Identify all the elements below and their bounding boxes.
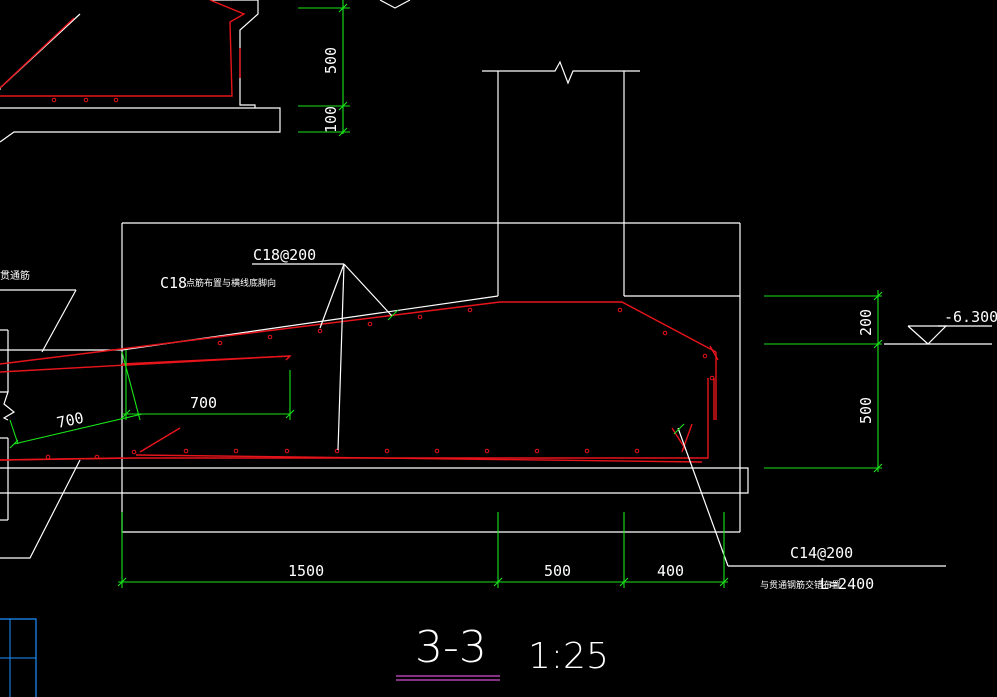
- bottom-left-frame: [0, 618, 37, 697]
- dim-mid-700: 700: [190, 394, 217, 412]
- rebar-dots-bottom: [131, 448, 640, 455]
- rebar-top-layer: [0, 301, 719, 420]
- column-outline: [482, 60, 640, 296]
- right-dimension-chain: [764, 290, 883, 473]
- main-footing-outline: [0, 222, 749, 533]
- label-bottom-rebar-length: L=2400: [820, 575, 874, 593]
- rebar-inner-left: [121, 355, 292, 365]
- rebar-dots-top: [217, 307, 715, 381]
- top-left-footing: [0, 0, 281, 143]
- label-top-rebar: C18@200: [253, 246, 316, 264]
- dim-bottom-1500: 1500: [288, 562, 324, 580]
- dim-left-700: 700: [55, 409, 85, 432]
- dim-right-500: 500: [857, 397, 875, 424]
- elevation-label: -6.300: [944, 308, 997, 326]
- leader-lines-c14: [673, 423, 946, 567]
- dim-bottom-500: 500: [544, 562, 571, 580]
- left-cut-label: 贯通筋: [0, 269, 30, 282]
- top-dimension-chain: [298, 0, 350, 137]
- label-top-rebar-note: C18: [160, 274, 187, 292]
- dim-top-500: 500: [322, 47, 340, 74]
- left-partial-element: [0, 289, 291, 559]
- internal-dimensions: [9, 350, 295, 449]
- elevation-marker: [884, 325, 992, 345]
- label-bottom-rebar-note-small: 与贯通钢筋交错布置: [760, 579, 841, 591]
- section-scale: 1:25: [528, 636, 609, 677]
- top-elevation-fragment: [379, 0, 411, 9]
- leader-lines-c18: [252, 263, 399, 451]
- rebar-bottom-layer: [0, 378, 709, 463]
- dim-bottom-400: 400: [657, 562, 684, 580]
- label-top-rebar-note-small: 点筋布置与横线底脚向: [186, 277, 276, 289]
- label-bottom-rebar: C14@200: [790, 544, 853, 562]
- dim-right-200: 200: [857, 309, 875, 336]
- bottom-dimension-chain: [117, 512, 729, 588]
- section-title: 3-3: [415, 622, 487, 673]
- dim-top-100: 100: [322, 106, 340, 133]
